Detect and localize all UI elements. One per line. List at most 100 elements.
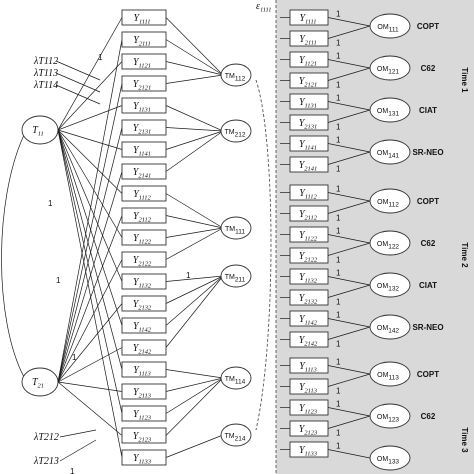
loading-lambda-label: λT213 [33, 456, 59, 467]
indicator-label-right: Y2112 [299, 209, 318, 222]
trait-loading-path [57, 129, 123, 282]
fixed-loading-label: 1 [336, 298, 341, 307]
trait-factor-label: T11 [32, 125, 44, 138]
indicator-box-left [121, 97, 167, 114]
trait-factor-ellipse [21, 367, 59, 397]
trait-factor-ellipse [21, 115, 59, 145]
occasion-method-loading-path [327, 326, 371, 340]
method-loading-path [165, 227, 224, 238]
occasion-method-factor-label: OM112 [377, 199, 399, 209]
trait-loading-path [57, 129, 123, 458]
trait-method-factor-ellipse [220, 216, 252, 240]
trait-loading-path [57, 129, 123, 150]
fixed-loading-label: 1 [56, 276, 61, 285]
trait-method-factor-label: TM114 [225, 376, 246, 386]
occasion-method-factor-label: OM133 [377, 456, 400, 466]
occasion-method-factor-ellipse [369, 55, 411, 81]
indicator-label-left: Y1141 [133, 145, 151, 158]
fixed-loading-label: 1 [336, 387, 341, 396]
occasion-method-factor-ellipse [369, 139, 411, 165]
occasion-method-factor-label: OM142 [377, 325, 400, 335]
occasion-method-loading-path [327, 365, 371, 375]
method-loading-path [165, 377, 224, 392]
method-loading-path [165, 215, 224, 229]
occasion-method-factor-ellipse [369, 188, 411, 214]
occasion-method-factor-label: OM111 [377, 24, 399, 34]
occasion-method-factor-ellipse [369, 361, 411, 387]
method-loading-path [165, 127, 224, 132]
method-name-label: CIAT [419, 281, 437, 290]
method-loading-path [165, 369, 224, 379]
trait-correlation-arc [1, 134, 25, 378]
occasion-method-loading-path [327, 407, 371, 417]
indicator-label-right: Y1122 [299, 230, 318, 243]
trait-loading-path [57, 171, 123, 383]
occasion-method-factor-ellipse [369, 314, 411, 340]
indicator-label-left: Y2122 [133, 255, 152, 268]
occasion-method-factor-ellipse [369, 97, 411, 123]
indicator-box-left [121, 53, 167, 70]
indicator-label-right: Y2123 [299, 424, 318, 437]
indicator-label-right: Y1132 [299, 272, 318, 285]
method-loading-path [165, 193, 224, 229]
occasion-method-loading-path [327, 276, 371, 286]
time-label: Time 2 [460, 242, 469, 268]
trait-method-factor-label: TM212 [225, 129, 246, 139]
loading-lambda-label: λT113 [33, 68, 58, 79]
occasion-method-loading-path [327, 17, 371, 27]
fixed-loading-label: 1 [336, 136, 341, 145]
indicator-box-left [121, 163, 167, 180]
indicator-box-left [121, 449, 167, 466]
occasion-method-factor-ellipse [369, 445, 411, 471]
trait-method-factor-ellipse [220, 119, 252, 143]
occasion-method-factor-label: OM122 [377, 241, 400, 251]
occasion-method-factor-ellipse [369, 272, 411, 298]
indicator-label-right: Y1123 [299, 403, 318, 416]
trait-loading-path [57, 83, 123, 383]
indicator-label-right: Y1142 [299, 314, 318, 327]
indicator-label-left: Y2131 [133, 123, 152, 136]
trait-loading-path [57, 127, 123, 383]
trait-loading-path [57, 129, 123, 326]
indicator-box-left [121, 75, 167, 92]
occasion-method-loading-path [327, 143, 371, 153]
indicator-label-right: Y1112 [299, 188, 317, 201]
occasion-method-loading-path [327, 318, 371, 328]
indicator-box-left [121, 229, 167, 246]
fixed-loading-label: 1 [336, 214, 341, 223]
trait-method-factor-ellipse [220, 264, 252, 288]
occasion-method-loading-path [327, 373, 371, 387]
fixed-loading-label: 1 [336, 429, 341, 438]
occasion-method-loading-path [327, 242, 371, 256]
trait-method-factor-label: TM214 [225, 433, 246, 443]
trait-loading-path [57, 129, 123, 238]
indicator-label-right: Y2131 [299, 118, 318, 131]
indicator-label-right: Y2122 [299, 251, 318, 264]
trait-loading-path [57, 129, 123, 194]
occasion-method-loading-path [327, 234, 371, 244]
occasion-method-factor-ellipse [369, 403, 411, 429]
indicator-label-left: Y2123 [133, 431, 152, 444]
occasion-method-loading-path [327, 25, 371, 39]
trait-method-factor-label: TM211 [225, 274, 246, 284]
trait-loading-path [57, 129, 123, 370]
trait-loading-path [57, 381, 123, 436]
occasion-method-factor-label: OM132 [377, 283, 400, 293]
indicator-label-left: Y2132 [133, 299, 152, 312]
method-loading-path [165, 130, 224, 150]
method-loading-path [165, 130, 224, 172]
method-loading-path [165, 275, 224, 326]
occasion-method-loading-path [327, 192, 371, 202]
fixed-loading-label: 1 [336, 340, 341, 349]
method-name-label: COPT [417, 22, 439, 31]
occasion-method-loading-path [327, 415, 371, 429]
occasion-method-factor-ellipse [369, 13, 411, 39]
indicator-label-left: Y2112 [133, 211, 152, 224]
method-loading-path [165, 17, 224, 76]
trait-method-factor-ellipse [220, 366, 252, 390]
indicator-label-left: Y1131 [133, 101, 151, 114]
indicator-label-left: Y1121 [133, 57, 151, 70]
fixed-loading-label: 1 [186, 271, 191, 280]
fixed-loading-label: 1 [336, 442, 341, 451]
